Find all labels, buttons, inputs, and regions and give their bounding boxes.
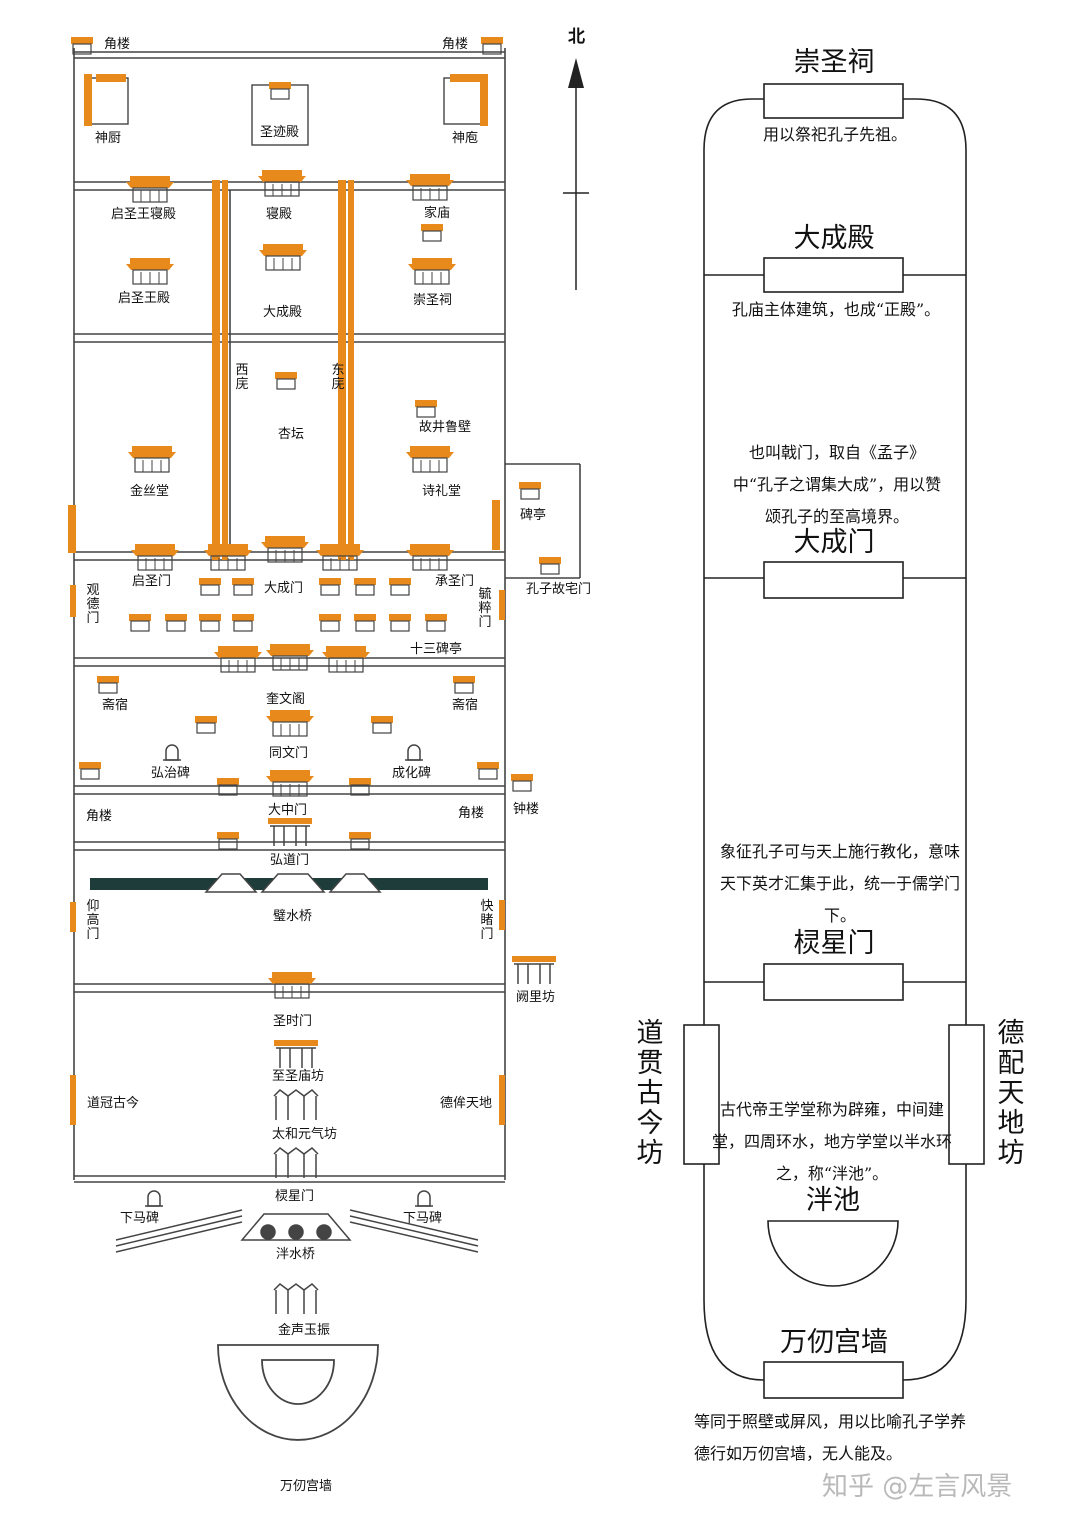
plan-label-hongdaomen: 弘道门 [270,853,310,868]
plan-label-jiaolou-se: 角楼 [458,806,485,821]
plan-label-shisanbeiting: 十三碑亭 [410,642,463,657]
plan-label-jiaolou-sw: 角楼 [86,809,113,824]
north-label: 北 [568,27,585,47]
plan-label-qishengwangqindian: 启圣王寝殿 [111,207,177,222]
plan-label-bishuiqiao: 璧水桥 [273,909,313,924]
corridors [68,180,505,1125]
buildings [70,36,562,1315]
desc-dachengdian: 孔庙主体建筑，也成“正殿”。 [731,300,941,319]
plan-label-qindian: 寝殿 [266,207,293,222]
plan-label-queli: 阙里坊 [516,990,556,1005]
schematic-label-wanren: 万仞宫墙 [780,1327,888,1358]
plan-label-zhaisu-e: 斋宿 [452,698,479,713]
plan-label-yucuimen: 毓粹门 [478,587,492,630]
desc-wanren: 等同于照壁或屏风，用以比喻孔子学养德行如万仞宫墙，无人能及。 [694,1412,967,1463]
plan-label-tongwenmen: 同文门 [269,746,309,761]
bishui-bridge [90,873,488,893]
plan-label-gujingbi: 故井鲁壁 [419,420,472,435]
plan-label-zhaisu-w: 斋宿 [102,698,129,713]
plan-label-guandemen: 观德门 [86,583,100,626]
schematic-label-dachengmen: 大成门 [793,527,875,558]
schematic-label-depei: 德配天地坊 [997,1018,1025,1169]
plan-label-shengshimen: 圣时门 [273,1014,313,1029]
plan-label-xiamabei-e: 下马碑 [403,1211,443,1226]
plan-label-beiting: 碑亭 [520,508,547,523]
schematic-label-daoguan: 道贯古今坊 [636,1018,664,1169]
plan-label-qishengwangdian: 启圣王殿 [118,291,171,306]
plan-label-panshuiqiao: 泮水桥 [276,1247,316,1262]
plan-label-shengjidian: 圣迹殿 [260,125,300,140]
plan-label-zhonglou: 钟楼 [513,802,540,817]
plan-label-dachengdian: 大成殿 [263,305,303,320]
plan-label-lingxingmen: 棂星门 [275,1189,315,1204]
plan-label-dongwu: 东庑 [331,363,345,392]
plan-label-kuaidumen: 快睹门 [480,899,494,942]
plan-label-jinsitang: 金丝堂 [130,484,170,499]
plan-label-shenchu: 神厨 [95,131,122,146]
plan-label-chengshengmen: 承圣门 [435,574,475,589]
schematic-outline [683,83,985,1399]
plan-label-shenpao: 神庖 [452,131,479,146]
desc-chongshengci: 用以祭祀孔子先祖。 [762,125,907,144]
desc-lingxingmen: 象征孔子可与天上施行教化，意味天下英才汇集于此，统一于儒学门下。 [720,842,961,925]
schematic-label-panchi: 泮池 [806,1185,860,1216]
plan-label-jinsheng: 金声玉振 [278,1323,331,1338]
plan-label-zhishengmiao: 至圣庙坊 [272,1069,325,1084]
watermark: 知乎 @左言风景 [822,1472,1013,1502]
schematic-label-chongshengci: 崇圣祠 [793,47,875,78]
plan-label-yanggaomen: 仰高门 [86,899,100,942]
plan-label-jiamiao: 家庙 [424,206,451,221]
schematic-label-lingxingmen: 棂星门 [793,928,875,959]
schematic-label-dachengdian: 大成殿 [793,223,875,254]
plan-label-xiwu: 西庑 [235,363,249,392]
plan-label-wanren: 万仞宫墙 [280,1479,333,1494]
plan-label-chenghuabei: 成化碑 [392,766,432,781]
plan-label-daoguanguji: 道冠古今 [87,1096,140,1111]
plan-label-qishengmen: 启圣门 [132,574,172,589]
plan-label-dazhongmen: 大中门 [268,803,308,818]
north-arrow [563,58,589,290]
desc-panchi: 古代帝王学堂称为辟雍，中间建堂，四周环水，地方学堂以半水环之，称“泮池”。 [711,1100,952,1183]
plan-label-jiaolou-ne: 角楼 [442,37,469,52]
desc-dachengmen: 也叫戟门，取自《孟子》中“孔子之谓集大成”，用以赞颂孔子的至高境界。 [732,443,942,526]
plan-label-depeitiandi: 德侔天地 [440,1096,493,1111]
plan-label-kuiwenge: 奎文阁 [266,692,306,707]
plan-label-shilitang: 诗礼堂 [422,484,462,499]
plan-label-xiamabei-w: 下马碑 [120,1211,160,1226]
plan-label-xingtan: 杏坛 [278,427,305,442]
plan-label-kongziguzhaimen: 孔子故宅门 [526,582,592,597]
pan-bridge [115,1209,479,1253]
plan-label-chongshengci: 崇圣祠 [413,293,453,308]
plan-label-hongzhibei: 弘治碑 [151,766,191,781]
plan-label-taihe: 太和元气坊 [272,1127,338,1142]
kitchen-roofs [84,74,488,126]
wanren-wall-shape [217,1344,379,1441]
plan-label-dachengmen: 大成门 [264,581,304,596]
plan-label-jiaolou-nw: 角楼 [104,37,131,52]
